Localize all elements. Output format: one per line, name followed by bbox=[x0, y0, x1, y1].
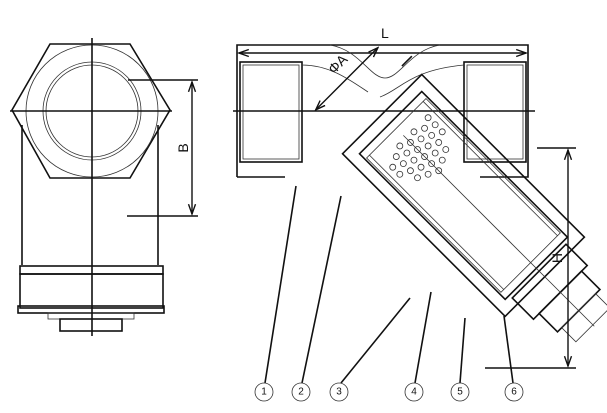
callout-4: 4 bbox=[404, 382, 424, 402]
svg-text:5: 5 bbox=[457, 387, 463, 398]
callout-1: 1 bbox=[254, 382, 274, 402]
dimension-h-label: H bbox=[549, 253, 565, 263]
section-view: L bbox=[233, 25, 607, 369]
dimension-b-label: B bbox=[175, 143, 191, 152]
svg-text:1: 1 bbox=[261, 387, 267, 398]
svg-text:4: 4 bbox=[411, 387, 417, 398]
callouts: 1 2 3 4 5 6 bbox=[254, 185, 524, 402]
svg-text:6: 6 bbox=[511, 387, 517, 398]
callout-3: 3 bbox=[329, 382, 349, 402]
screen-perforations bbox=[389, 114, 450, 182]
callout-5: 5 bbox=[450, 382, 470, 402]
svg-text:2: 2 bbox=[298, 387, 304, 398]
end-view: B bbox=[10, 38, 198, 336]
svg-text:3: 3 bbox=[336, 387, 342, 398]
callout-6: 6 bbox=[504, 382, 524, 402]
dimension-l-label: L bbox=[381, 25, 389, 41]
dimension-a-label: ΦA bbox=[325, 51, 351, 77]
callout-2: 2 bbox=[291, 382, 311, 402]
